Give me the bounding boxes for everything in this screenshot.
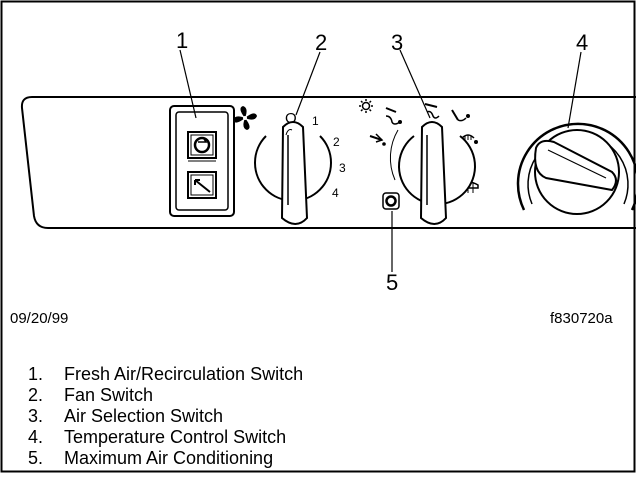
temperature-control-switch[interactable]: [516, 122, 636, 215]
callout-3-leader: [399, 49, 431, 119]
fan-speed-1-label: 1: [312, 114, 319, 128]
callout-2: 2: [315, 30, 327, 55]
fresh-air-icon: [194, 179, 211, 193]
callout-1-leader: [179, 49, 197, 119]
fan-speed-3-label: 3: [339, 161, 346, 175]
callout-4-leader: [567, 51, 582, 129]
legend-text: Temperature Control Switch: [64, 427, 287, 447]
air-selection-switch-knob[interactable]: [398, 121, 476, 225]
legend-text: Fresh Air/Recirculation Switch: [64, 364, 304, 384]
legend-text: Fan Switch: [64, 385, 154, 405]
floor-airflow-icon: [451, 109, 470, 122]
legend-text: Air Selection Switch: [64, 406, 224, 426]
panel-airflow-icon: [369, 133, 386, 146]
sun-icon: [359, 99, 373, 113]
legend-number: 4.: [28, 427, 44, 447]
date-stamp: 09/20/99: [10, 310, 69, 327]
max-ac-icon: [382, 192, 400, 210]
callout-2-leader: [295, 51, 321, 116]
panel-floor-airflow-icon: [424, 103, 440, 119]
callout-3: 3: [391, 30, 403, 55]
callout-4: 4: [576, 30, 588, 55]
legend-number: 2.: [28, 385, 44, 405]
fan-speed-2-label: 2: [333, 135, 340, 149]
recirculation-icon: [193, 136, 211, 154]
legend-list: 1. Fresh Air/Recirculation Switch 2. Fan S…: [28, 364, 303, 469]
legend-item: 4. Temperature Control Switch: [28, 427, 303, 448]
bilevel-airflow-icon: [385, 107, 402, 125]
fan-speed-off-label: O: [285, 110, 297, 127]
fan-icon: [233, 106, 257, 130]
callout-1: 1: [176, 28, 188, 53]
legend-text: Maximum Air Conditioning: [64, 448, 274, 468]
fan-speed-4-label: 4: [332, 186, 339, 200]
recirculation-switch[interactable]: [187, 131, 217, 159]
legend-number: 1.: [28, 364, 44, 384]
control-panel: [20, 96, 636, 229]
legend-number: 3.: [28, 406, 44, 426]
legend-item: 3. Air Selection Switch: [28, 406, 303, 427]
fresh-recirc-switch-housing: [169, 105, 235, 217]
legend-item: 1. Fresh Air/Recirculation Switch: [28, 364, 303, 385]
air-selection-arc: [389, 129, 399, 181]
fresh-air-switch[interactable]: [187, 171, 217, 199]
fan-switch-knob[interactable]: [254, 121, 332, 225]
legend-item: 5. Maximum Air Conditioning: [28, 448, 303, 469]
figure-id: f830720a: [550, 310, 613, 327]
legend-number: 5.: [28, 448, 44, 468]
callout-5: 5: [386, 270, 398, 295]
legend-item: 2. Fan Switch: [28, 385, 303, 406]
